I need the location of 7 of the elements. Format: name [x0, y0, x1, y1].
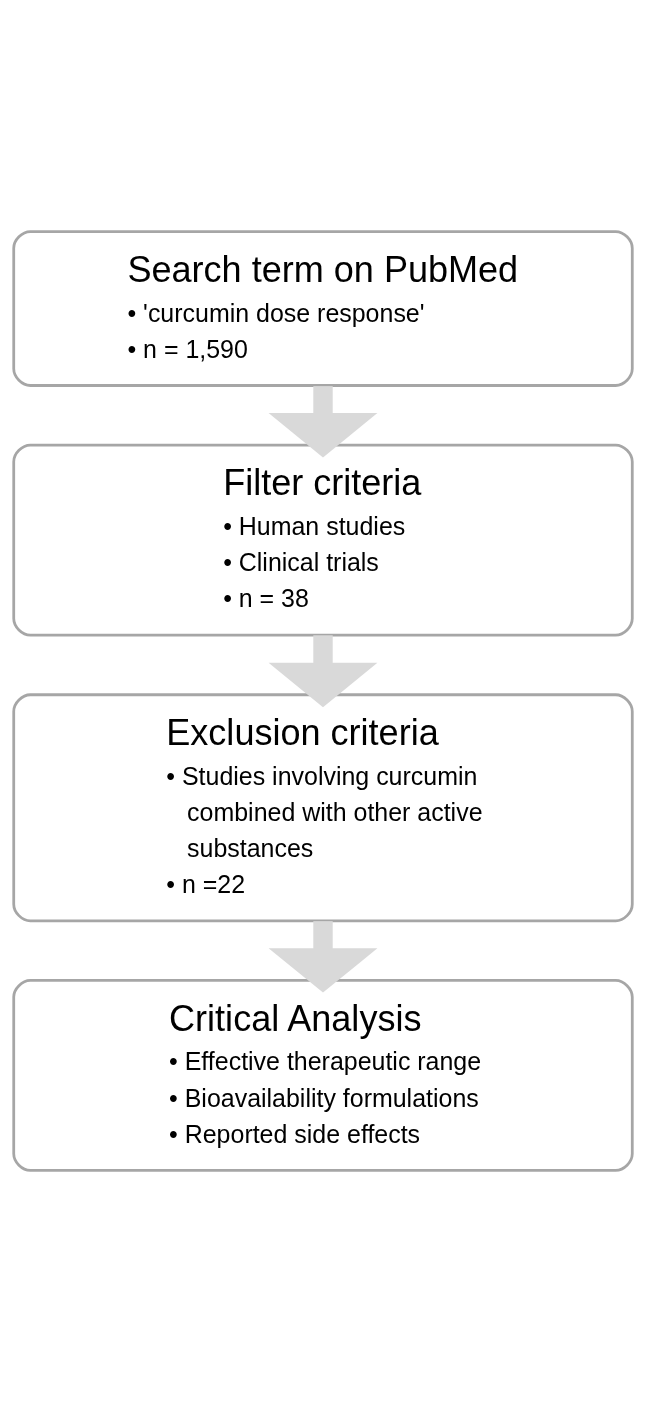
node-box: Exclusion criteria • Studies involving curcumin combined with other active substances • n =22 — [12, 692, 634, 922]
arrow — [268, 920, 378, 993]
node-box: Search term on PubMed • 'curcumin dose response' • n = 1,590 — [12, 229, 634, 387]
node-box: Filter criteria • Human studies • Clinical trials • n = 38 — [12, 443, 634, 636]
arrow — [268, 385, 378, 457]
arrow — [268, 634, 378, 707]
node-box: Critical Analysis • Effective therapeutic range • Bioavailability formulations • Reported side effects — [12, 978, 634, 1172]
